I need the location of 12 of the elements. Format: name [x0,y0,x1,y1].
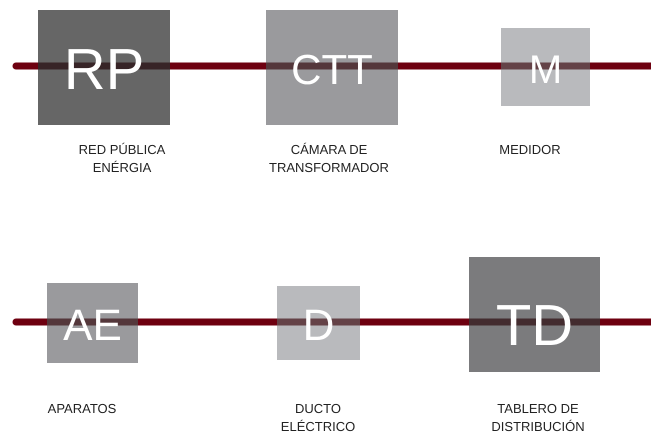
node-caption: CÁMARA DE TRANSFORMADOR [268,141,390,177]
power-line [360,318,469,326]
component-box [38,10,170,125]
power-line [138,318,277,326]
power-line [398,62,501,70]
node-caption: TABLERO DE DISTRIBUCIÓN [490,400,586,432]
node-caption: RED PÚBLICA ENÉRGIA [78,141,166,177]
node-caption: APARATOS [46,400,118,418]
box-abbreviation: RP [64,41,144,99]
node-caption: DUCTO ELÉCTRICO [280,400,356,432]
power-line [170,62,266,70]
node-caption: MEDIDOR [498,141,562,159]
